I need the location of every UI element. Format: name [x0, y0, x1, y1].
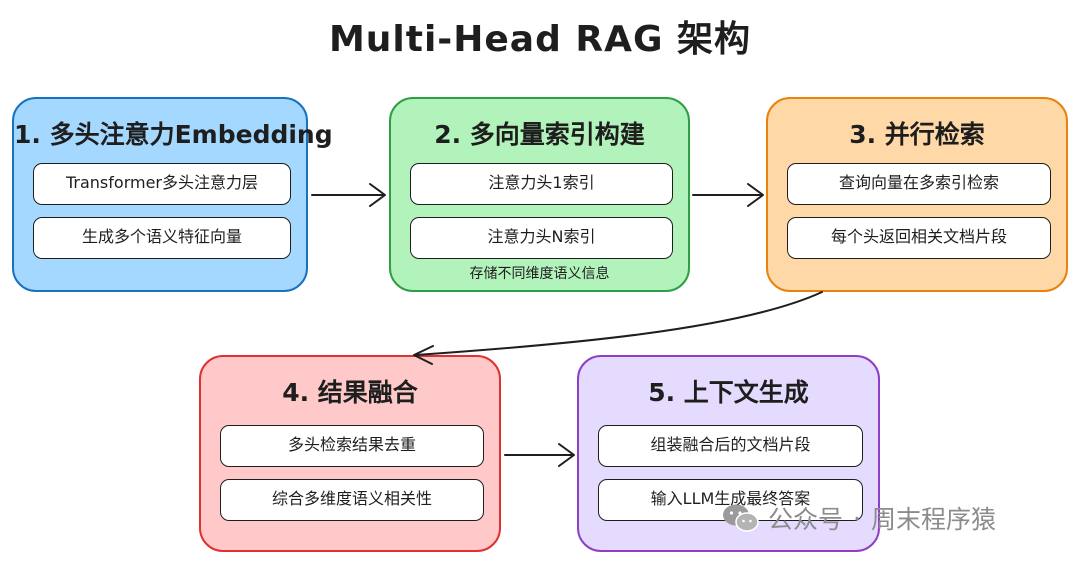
arrow-4-to-5	[504, 443, 575, 467]
stage-4-title: 4. 结果融合	[282, 378, 418, 407]
watermark-name: 周末程序猿	[870, 505, 996, 534]
stage-1-embedding: 1. 多头注意力Embedding Transformer多头注意力层 生成多个…	[12, 97, 333, 292]
stage-1-item-2: 生成多个语义特征向量	[33, 217, 291, 259]
diagram-title: Multi-Head RAG 架构	[328, 19, 752, 60]
stage-2-index: 2. 多向量索引构建 注意力头1索引 注意力头N索引 存储不同维度语义信息	[389, 97, 690, 292]
stage-1-title: 1. 多头注意力Embedding	[14, 120, 333, 149]
watermark-channel: 公众号	[768, 505, 844, 534]
stage-3-item-2: 每个头返回相关文档片段	[787, 217, 1051, 259]
wechat-icon	[723, 504, 759, 532]
stage-5-item-2: 输入LLM生成最终答案	[598, 479, 863, 521]
stage-2-item-2: 注意力头N索引	[410, 217, 673, 259]
stage-4-item-2: 综合多维度语义相关性	[220, 479, 484, 521]
stage-3-title: 3. 并行检索	[849, 120, 985, 149]
stage-5-item-1: 组装融合后的文档片段	[598, 425, 863, 467]
stage-2-title: 2. 多向量索引构建	[434, 120, 645, 149]
stage-2-item-1: 注意力头1索引	[410, 163, 673, 205]
watermark: 公众号 · 周末程序猿	[722, 500, 996, 536]
stage-4-fusion: 4. 结果融合 多头检索结果去重 综合多维度语义相关性	[199, 355, 501, 552]
stage-2-note: 存储不同维度语义信息	[469, 266, 610, 282]
stage-3-item-1: 查询向量在多索引检索	[787, 163, 1051, 205]
watermark-separator: ·	[853, 503, 861, 533]
stage-1-item-1: Transformer多头注意力层	[33, 163, 291, 205]
stage-5-title: 5. 上下文生成	[648, 378, 809, 407]
arrow-3-to-4	[413, 291, 823, 365]
arrow-2-to-3	[692, 183, 764, 207]
arrow-1-to-2	[311, 183, 386, 207]
stage-3-retrieval: 3. 并行检索 查询向量在多索引检索 每个头返回相关文档片段	[766, 97, 1068, 292]
stage-4-item-1: 多头检索结果去重	[220, 425, 484, 467]
